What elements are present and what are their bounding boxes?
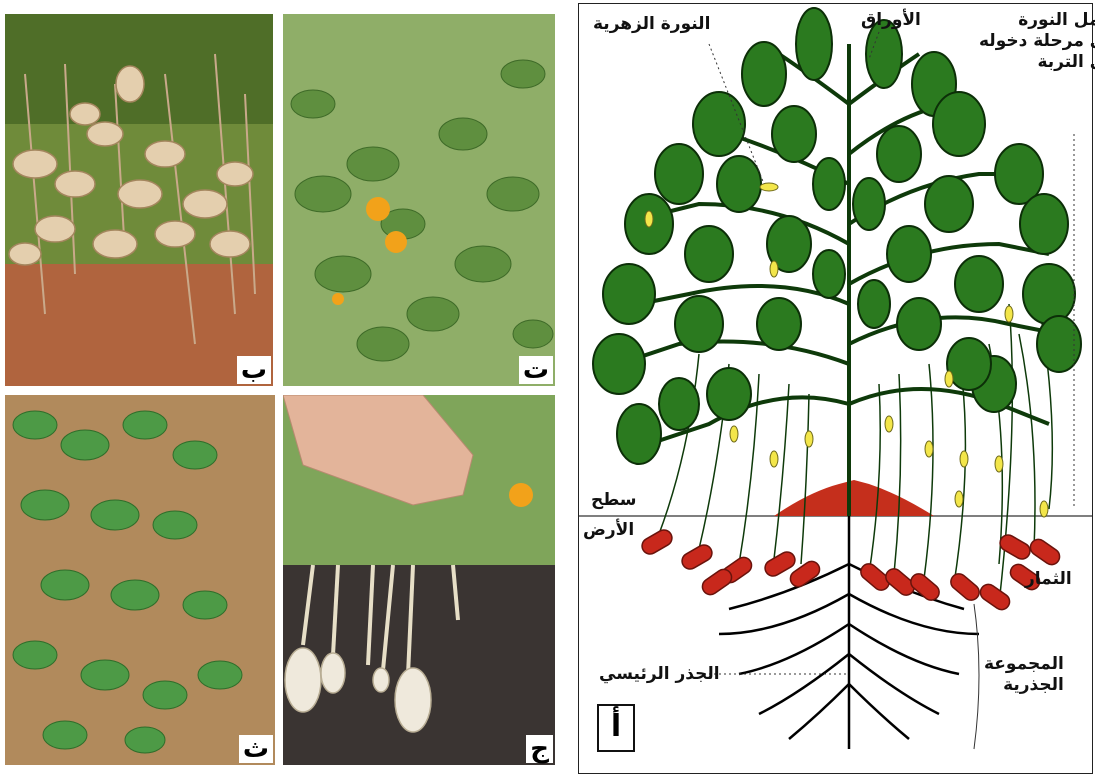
- label-ground: الأرض: [583, 520, 634, 541]
- label-peduncle-line1: حامل النورة: [979, 10, 1095, 31]
- photo-pegs-in-soil: ج: [283, 395, 555, 765]
- photo-harvested-peanuts: ب: [5, 14, 273, 386]
- label-inflorescence: النورة الزهرية: [593, 14, 710, 35]
- panel-label-j: ج: [526, 735, 553, 763]
- label-leaves: الأوراق: [861, 10, 921, 31]
- label-root-system-line2: الجذرية: [984, 675, 1064, 696]
- label-peduncle-line2: في مرحلة دخوله: [979, 31, 1095, 52]
- root-system-bracket: [974, 604, 979, 749]
- fruits: [639, 527, 1063, 613]
- peanut-plant-diagram: النورة الزهرية الأوراق حامل النورة في مر…: [578, 3, 1093, 774]
- root-system: [719, 516, 979, 749]
- panel-label-b: ب: [237, 356, 271, 384]
- panel-label-t: ت: [519, 356, 553, 384]
- panel-label-th: ث: [239, 735, 273, 763]
- panel-label-a: أ: [597, 704, 635, 752]
- label-fruits: الثمار: [1025, 569, 1072, 590]
- photo-young-plants: ث: [5, 395, 275, 765]
- label-surface: سطح: [591, 490, 637, 511]
- soil-mound: [774, 480, 934, 516]
- label-peduncle-line3: في التربة: [979, 52, 1095, 73]
- photo-flowering-plant: ت: [283, 14, 555, 386]
- label-root-system-line1: المجموعة: [984, 654, 1064, 675]
- label-main-root: الجذر الرئيسي: [599, 664, 720, 685]
- label-root-system: المجموعة الجذرية: [984, 654, 1064, 696]
- pegs: [659, 304, 1052, 604]
- label-peduncle: حامل النورة في مرحلة دخوله في التربة: [979, 10, 1095, 73]
